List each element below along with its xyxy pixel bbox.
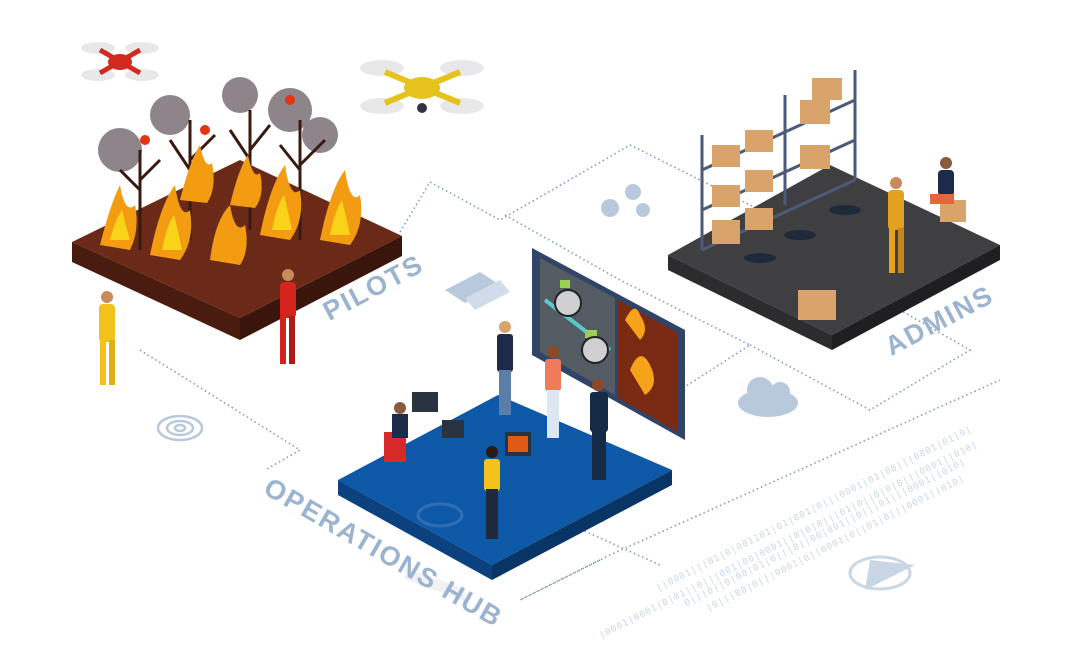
pilot-red [280, 269, 296, 364]
admins-platform [668, 70, 1000, 350]
hub-emblem-icon [416, 502, 464, 528]
hub-operators [384, 321, 608, 602]
target-icon [156, 414, 204, 442]
navigation-icon [848, 555, 915, 591]
gears-icon [601, 184, 650, 217]
yellow-drone [360, 60, 484, 114]
cloud-icon [738, 377, 798, 417]
red-drone [81, 42, 159, 81]
cards-icon [445, 272, 510, 310]
pilot-yellow [99, 291, 115, 385]
